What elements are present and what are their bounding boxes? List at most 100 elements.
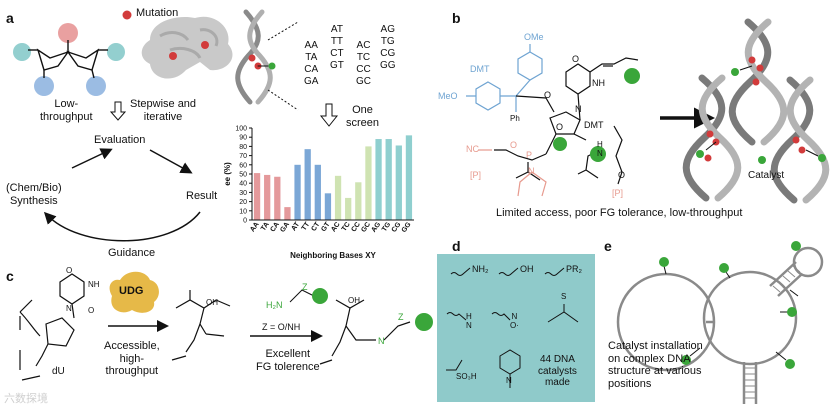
udg-label: UDG — [119, 285, 143, 298]
meo-label: MeO — [438, 91, 458, 101]
catalyst-dot — [415, 313, 433, 331]
atom-label: NH — [88, 280, 100, 289]
cycle-arrows — [46, 150, 200, 241]
chart-bar — [335, 176, 341, 220]
chart-bar — [284, 207, 290, 220]
chart-bar — [365, 146, 371, 220]
one-screen-label: One screen — [346, 104, 379, 129]
functional-group-label: NH₂ — [472, 264, 489, 274]
abasic-structure — [172, 290, 230, 360]
atom-label: H N — [597, 140, 603, 158]
amine-label: H₂N — [266, 300, 283, 310]
x-tick-label: CG — [391, 221, 403, 234]
chart-bar — [406, 135, 412, 220]
panel-e-caption: Catalyst installation on complex DNA str… — [608, 340, 703, 391]
chart-bar — [294, 165, 300, 220]
enzyme-protein — [142, 17, 233, 79]
catalyst-dot — [312, 288, 328, 304]
ph-label: Ph — [510, 114, 520, 123]
x-tick-label: CA — [269, 221, 281, 233]
chart-bar — [345, 198, 351, 220]
chart-bar — [386, 139, 392, 220]
chart-bar — [375, 139, 381, 220]
ome-label: OMe — [524, 32, 544, 42]
catalyst-dot — [624, 68, 640, 84]
watermark: 六数探境 — [4, 393, 48, 406]
x-tick-label: TT — [301, 221, 312, 233]
dmt-group — [466, 44, 542, 112]
oxazoline-ligand — [13, 23, 125, 96]
catalyst-label: Catalyst — [748, 170, 784, 182]
atom-label: O — [544, 90, 551, 100]
phosphorus-label: P — [526, 150, 532, 160]
dmt-o-label: DMT — [584, 120, 604, 130]
panel-label-e: e — [604, 238, 612, 254]
y-tick-label: 90 — [239, 135, 247, 142]
hydroxyl-label: OH — [348, 296, 360, 305]
x-axis-title: Neighboring Bases XY — [290, 251, 376, 260]
conjugate-structure — [320, 300, 410, 364]
functional-group-label: OH — [520, 264, 534, 274]
x-tick-label: AC — [330, 221, 342, 233]
y-tick-label: 50 — [239, 172, 247, 179]
atom-label: O — [88, 306, 94, 315]
chart-bar — [396, 145, 402, 220]
codon-column-1: AA TA CA GA — [304, 40, 318, 88]
x-tick-label: AT — [290, 221, 301, 233]
z-label: Z — [302, 282, 308, 292]
imine-n-label: N — [378, 336, 385, 346]
functional-group-label: S — [561, 292, 566, 301]
protecting-group-label: [P] — [612, 188, 623, 198]
atom-label: N — [575, 104, 582, 114]
functional-group-label: SO₃H — [456, 372, 477, 381]
chart-bar — [325, 193, 331, 220]
atom-label: N — [66, 304, 72, 313]
mutation-legend-dot — [123, 11, 132, 20]
atom-label: O — [572, 54, 579, 64]
deoxyuridine-structure — [20, 274, 84, 380]
evaluation-label: Evaluation — [94, 134, 145, 147]
atom-label: NH — [592, 78, 605, 88]
y-tick-label: 70 — [239, 153, 247, 160]
bar-chart: ee (%)Neighboring Bases XY 0102030405060… — [222, 124, 418, 264]
low-throughput-label: Low- throughput — [40, 98, 93, 123]
x-tick-label: GC — [360, 221, 372, 234]
chart-bar — [315, 165, 321, 220]
chart-bar — [254, 173, 260, 220]
atom-label: O — [556, 122, 563, 132]
y-axis-title: ee (%) — [223, 162, 232, 186]
protecting-group-label: [P] — [470, 170, 481, 180]
accessible-label: Accessible, high- throughput — [104, 340, 160, 378]
atom-label: N — [528, 166, 535, 176]
stepwise-label: Stepwise and iterative — [130, 98, 196, 123]
atom-label: O — [510, 140, 517, 150]
y-tick-label: 0 — [243, 218, 247, 225]
chart-bar — [264, 175, 270, 220]
y-tick-label: 40 — [239, 181, 247, 188]
x-tick-label: CT — [310, 221, 322, 233]
x-tick-label: TG — [381, 221, 393, 233]
codon-column-4: AG TG CG GG — [380, 24, 396, 72]
codon-column-3: AC TC CC GC — [356, 40, 371, 88]
excellent-label: Excellent FG tolerence — [256, 348, 320, 373]
dna-helix-small — [238, 12, 276, 102]
panel-b-caption: Limited access, poor FG tolerance, low-t… — [496, 207, 742, 220]
y-tick-label: 30 — [239, 190, 247, 197]
guidance-label: Guidance — [108, 247, 155, 260]
panel-label-c: c — [6, 268, 14, 284]
x-tick-label: AG — [370, 221, 382, 234]
panel-label-b: b — [452, 10, 461, 26]
y-tick-label: 100 — [235, 126, 247, 133]
codon-column-2: AT TT CT GT — [330, 24, 344, 72]
x-tick-label: GT — [320, 221, 332, 234]
x-tick-label: GG — [401, 221, 413, 234]
atom-label: O — [66, 266, 72, 275]
mutation-legend-label: Mutation — [136, 7, 178, 20]
y-tick-label: 10 — [239, 208, 247, 215]
z-label: Z — [398, 312, 404, 322]
catalyst-dot — [553, 137, 567, 151]
chart-bar — [305, 149, 311, 220]
x-tick-label: CC — [350, 221, 362, 233]
z-definition-label: Z = O/NH — [262, 322, 300, 332]
